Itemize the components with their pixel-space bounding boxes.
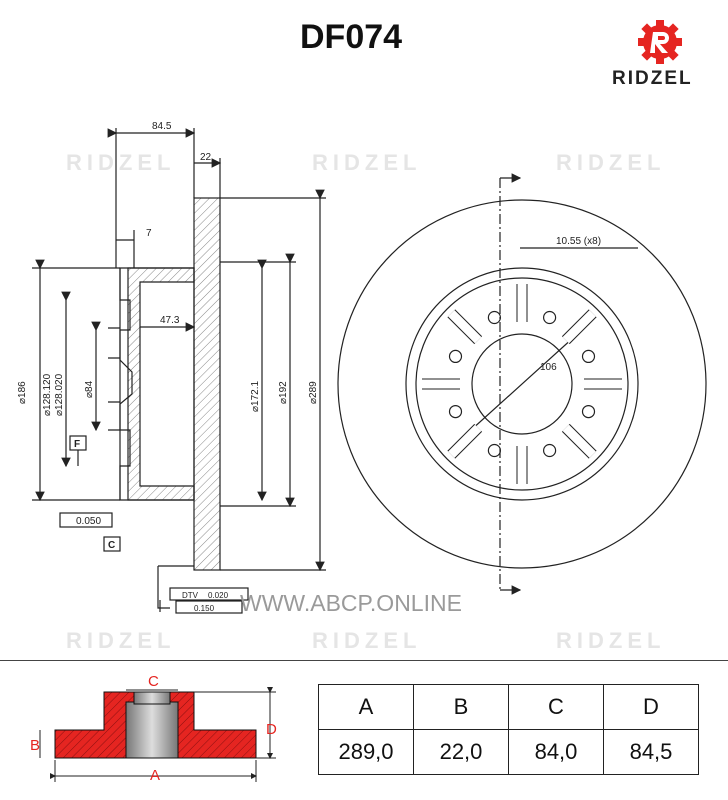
dim-7: 7 xyxy=(146,228,152,239)
table-value-c: 84,0 xyxy=(508,729,604,775)
front-view xyxy=(337,173,707,595)
table-header-a: A xyxy=(318,684,414,730)
watermark-url: WWW.ABCP.ONLINE xyxy=(240,590,462,616)
table-value-a: 289,0 xyxy=(318,729,414,775)
hub-steps xyxy=(108,327,120,431)
bolt-hole xyxy=(448,405,463,419)
dim-dia-128-020: ⌀128.020 xyxy=(54,373,65,416)
table-header-c: C xyxy=(508,684,604,730)
datum-c-box xyxy=(103,536,121,552)
bolt-hole xyxy=(448,349,463,363)
bolt-hole xyxy=(487,310,501,325)
table-value-b: 22,0 xyxy=(413,729,509,775)
datum-f-label: F xyxy=(74,439,80,450)
dim-dia-289: ⌀289 xyxy=(308,381,319,404)
runout-value: 0.150 xyxy=(194,604,215,613)
bolt-hole xyxy=(542,443,557,458)
flatness-value: 0.050 xyxy=(76,516,101,527)
outer-rim xyxy=(337,199,707,569)
dim-106: 106 xyxy=(540,362,557,373)
vent-slot xyxy=(562,424,596,458)
hub-face xyxy=(119,268,133,500)
watermark-text: RIDZEL xyxy=(312,150,422,175)
bolt-hole xyxy=(542,310,557,325)
runout-box xyxy=(175,600,243,614)
bolt-hole xyxy=(581,405,596,419)
watermark-text: RIDZEL xyxy=(556,628,666,653)
dim-47-3: 47.3 xyxy=(160,315,180,326)
brake-disc-drawing: 84.5 22 7 47.3 ⌀186 ⌀128.120 ⌀128.020 ⌀8… xyxy=(17,121,707,614)
dim-dia-172-1: ⌀172.1 xyxy=(250,381,261,412)
hub-wall xyxy=(127,267,195,501)
bolt-hole xyxy=(487,443,501,458)
watermark-text: RIDZEL xyxy=(66,628,176,653)
bolt-hole xyxy=(581,349,596,363)
friction-inner-edge xyxy=(405,267,639,501)
dtv-box xyxy=(169,587,249,601)
schema-label-b: B xyxy=(30,737,40,754)
side-view-labels: 84.5 22 7 47.3 ⌀186 ⌀128.120 ⌀128.020 ⌀8… xyxy=(17,121,319,613)
dim-84-5: 84.5 xyxy=(152,121,172,132)
vent-slot xyxy=(448,310,482,344)
schema-label-c: C xyxy=(148,673,159,690)
center-bore xyxy=(471,333,573,435)
watermark-text: RIDZEL xyxy=(312,628,422,653)
dtv-label: DTV xyxy=(182,591,199,600)
table-header-d: D xyxy=(603,684,699,730)
table-header-b: B xyxy=(413,684,509,730)
ridzel-gear-logo-icon xyxy=(638,20,682,64)
schematic-disc xyxy=(54,691,257,759)
table-value-d: 84,5 xyxy=(603,729,699,775)
section-divider xyxy=(0,660,728,661)
watermark-text: RIDZEL xyxy=(556,150,666,175)
datum-c-label: C xyxy=(108,540,115,551)
table-row: 289,0 22,0 84,0 84,5 xyxy=(318,729,699,775)
front-view-labels: 10.55 (x8) 106 xyxy=(540,236,601,373)
side-section-view xyxy=(32,128,326,614)
flatness-box xyxy=(59,512,113,528)
dim-bolt-holes: 10.55 (x8) xyxy=(556,236,601,247)
watermark-text: RIDZEL xyxy=(66,150,176,175)
dim-dia-84: ⌀84 xyxy=(84,380,95,398)
dimension-schematic: C B D A xyxy=(30,673,277,784)
rotor-flange xyxy=(193,197,221,571)
dtv-value: 0.020 xyxy=(208,591,229,600)
part-number-title: DF074 xyxy=(300,18,403,56)
vent-slot xyxy=(448,424,482,458)
dim-22: 22 xyxy=(200,152,212,163)
schema-label-a: A xyxy=(150,767,160,784)
vent-slot xyxy=(562,310,596,344)
dim-dia-192: ⌀192 xyxy=(278,381,289,404)
table-header-row: A B C D xyxy=(318,684,699,730)
dim-dia-128-120: ⌀128.120 xyxy=(42,373,53,416)
dim-dia-186: ⌀186 xyxy=(17,381,28,404)
bolt-hole-group xyxy=(422,284,622,484)
brand-name: RIDZEL xyxy=(612,68,693,89)
schema-label-d: D xyxy=(266,721,277,738)
dimensions-table: A B C D 289,0 22,0 84,0 84,5 xyxy=(318,684,699,775)
